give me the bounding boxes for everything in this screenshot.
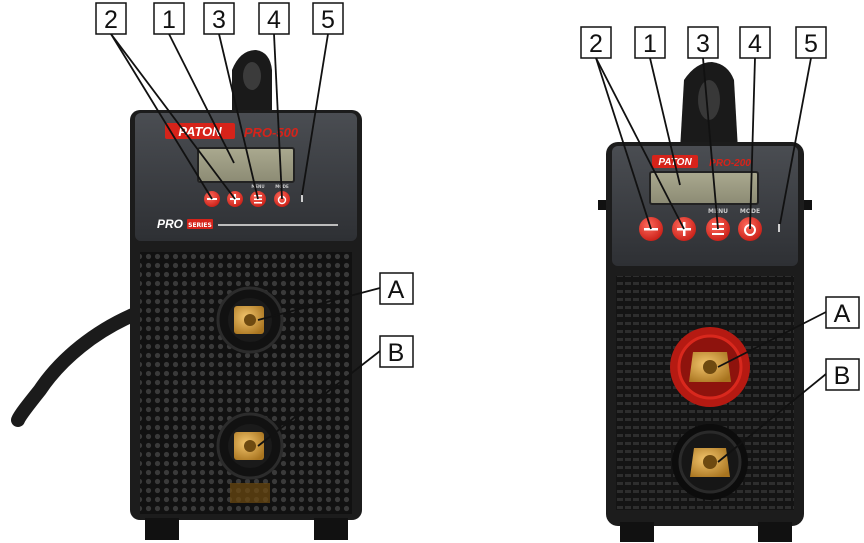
foot-left: [620, 522, 654, 542]
model-label: PRO-200: [709, 158, 751, 169]
right-callout-boxes: 2 1 3 4 5 A B: [580, 26, 860, 391]
callout-3: 3: [212, 6, 226, 34]
callout-4: 4: [267, 6, 281, 34]
model-label: PRO-500: [244, 125, 299, 140]
left-callout-boxes: 2 1 3 4 5 A B: [95, 2, 414, 368]
series-badge: SERIES: [188, 222, 212, 229]
callout-a: A: [834, 300, 851, 328]
menu-label: MENU: [708, 208, 728, 215]
callout-b: B: [834, 362, 851, 390]
callout-5: 5: [804, 30, 818, 58]
series-prefix: PRO: [157, 217, 184, 231]
callout-5: 5: [321, 6, 335, 34]
right-callouts: [595, 57, 827, 463]
callout-3: 3: [696, 30, 710, 58]
callout-1: 1: [643, 30, 657, 58]
left-welder-unit: PATON PRO-500 MENU MODE PRO: [11, 50, 362, 540]
callout-2: 2: [589, 30, 603, 58]
power-cable: [11, 305, 147, 427]
series-stripe: [218, 224, 338, 226]
indicator-led: [301, 195, 303, 202]
output-socket-b[interactable]: [672, 424, 748, 500]
callout-2: 2: [104, 6, 118, 34]
lcd-display: [649, 171, 759, 205]
output-socket-b[interactable]: [216, 412, 284, 480]
output-socket-a[interactable]: [216, 286, 284, 354]
brand-logo: PATON: [165, 123, 235, 139]
callout-a: A: [388, 276, 405, 304]
callout-b: B: [388, 339, 405, 367]
foot-left: [145, 518, 179, 540]
brand-label: PATON: [178, 124, 222, 139]
foot-right: [758, 522, 792, 542]
output-socket-a[interactable]: [670, 327, 750, 407]
left-callouts: [110, 33, 381, 447]
callout-4: 4: [748, 30, 762, 58]
callout-1: 1: [162, 6, 176, 34]
control-panel: [612, 146, 798, 266]
right-welder-unit: PATON PRO-200 MENU MODE: [598, 62, 812, 542]
foot-right: [314, 518, 348, 540]
indicator-led: [778, 224, 780, 232]
menu-label: MENU: [251, 184, 264, 189]
